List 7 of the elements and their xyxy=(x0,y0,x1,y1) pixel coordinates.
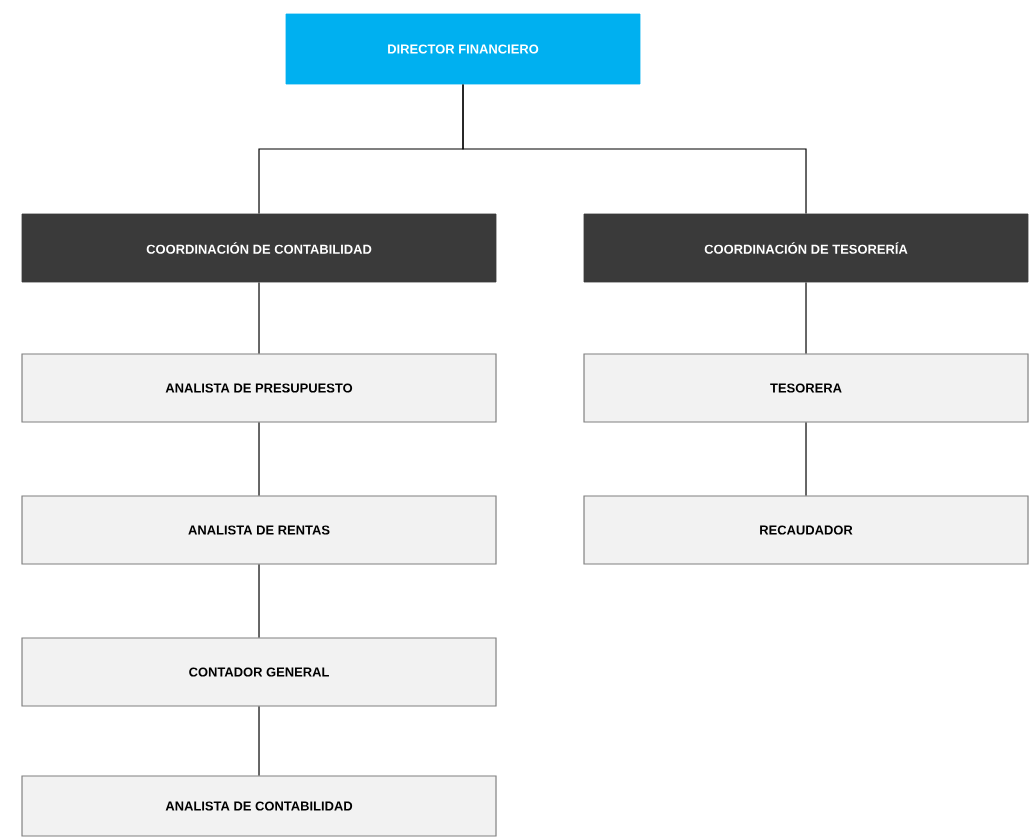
connector-line xyxy=(258,422,260,496)
connector-line xyxy=(805,281,807,354)
connector-line xyxy=(462,83,807,215)
connector-line xyxy=(805,422,807,496)
connector-line xyxy=(258,564,260,638)
connector-line xyxy=(258,706,260,776)
connector-line xyxy=(258,281,260,354)
